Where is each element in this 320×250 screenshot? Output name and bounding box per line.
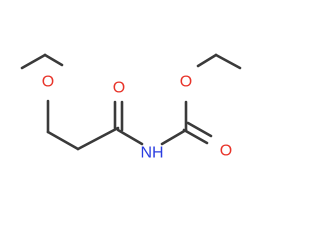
bond-o-ester-ch2	[196, 53, 218, 68]
atom-n-imide: NH	[140, 145, 163, 162]
molecule-structure-diagram: O O O O NH	[20, 53, 242, 162]
atom-o-carbonyl-amide: O	[113, 80, 125, 97]
bond-c-n	[116, 128, 144, 146]
bond-carbamate-c-o-double-a	[182, 128, 209, 145]
bond-ch2-ch2	[46, 130, 80, 151]
bond-carbamate-c-o-double-b	[186, 121, 213, 138]
atom-o-ester: O	[180, 74, 192, 91]
bond-ch3-ch2-left	[20, 53, 47, 70]
atom-o-carbonyl-carbamate: O	[220, 143, 232, 160]
bond-ch2-carbonyl-c	[76, 126, 120, 151]
bond-n-c	[160, 128, 188, 146]
atom-o-ether-left: O	[42, 74, 54, 91]
bond-ch2-ch3-right	[214, 53, 242, 70]
bond-ch2-o-ether	[43, 53, 64, 67]
